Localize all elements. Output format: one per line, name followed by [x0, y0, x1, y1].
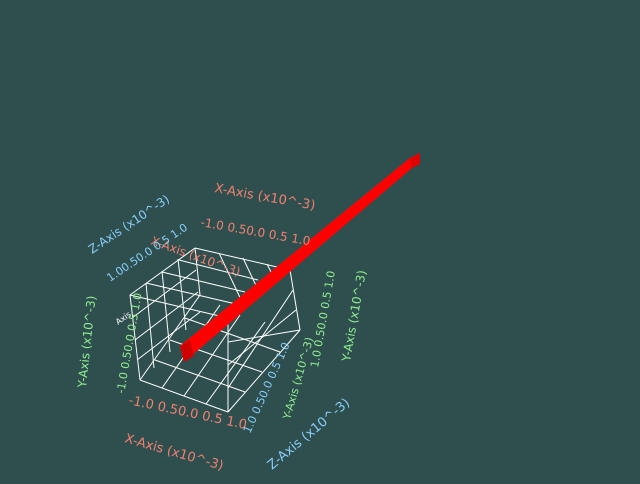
x-axis-title-top: X-Axis (x10^-3) — [213, 181, 316, 213]
z-axis-title-bottom: Z-Axis (x10^-3) — [265, 396, 353, 473]
y-axis-ticks-right: 1.0 0.50.0 0.5 1.0 — [308, 270, 338, 369]
x-axis-ticks-bottom: -1.0 0.50.0 0.5 1.0 — [127, 393, 248, 433]
beam-front-face — [180, 158, 412, 362]
x-axis-title-bottom: X-Axis (x10^-3) — [123, 431, 225, 474]
red-beam[interactable] — [180, 153, 420, 362]
y-axis-title-left: Y-Axis (x10^-3) — [75, 295, 99, 389]
grid-left-face — [129, 247, 201, 381]
y-axis-title-right: Y-Axis (x10^-3) — [339, 269, 369, 363]
grid-front-face — [139, 294, 301, 413]
x-axis-ticks-top: -1.0 0.50.0 0.5 1.0 — [199, 215, 311, 248]
beam-start-face — [180, 340, 194, 362]
beam-end-face — [410, 153, 420, 168]
